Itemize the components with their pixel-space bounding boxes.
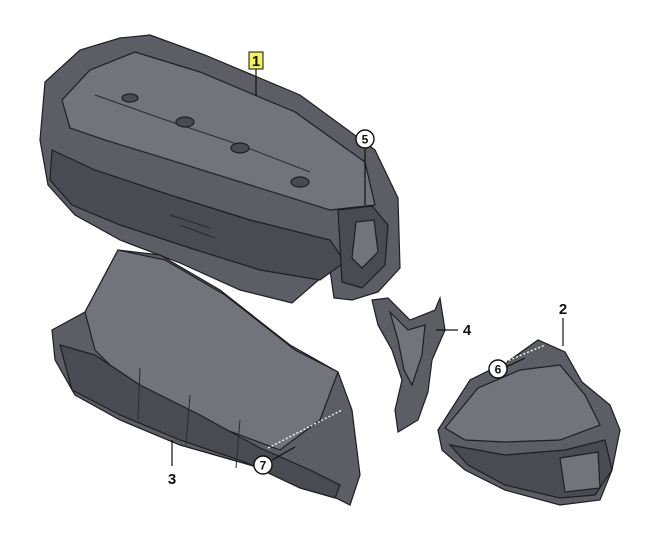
leader-lines (171, 68, 564, 466)
callout-3: 3 (168, 471, 176, 488)
callout-6-circle (488, 359, 508, 379)
callout-1: 1 (248, 51, 264, 70)
callout-3-label: 3 (168, 471, 176, 488)
callout-1-label: 1 (252, 53, 260, 70)
callout-5: 5 (355, 129, 375, 149)
callout-6-label: 6 (495, 363, 502, 377)
callout-7-label: 7 (260, 459, 267, 473)
callout-6: 6 (488, 359, 508, 379)
callout-5-circle (355, 129, 375, 149)
part-4-bracket (371, 295, 446, 433)
callout-5-label: 5 (362, 133, 369, 147)
callout-7: 7 (253, 455, 273, 475)
callout-2: 2 (559, 301, 567, 318)
callout-7-circle (253, 455, 273, 475)
part-2-right-air-guide (437, 339, 621, 506)
callout-4-label: 4 (463, 322, 472, 339)
part-3-left-air-guide (51, 249, 361, 506)
callout-1-highlight (248, 51, 264, 70)
part-1-air-duct-frame (39, 34, 401, 304)
callout-2-label: 2 (559, 301, 567, 318)
callout-4: 4 (463, 322, 472, 339)
